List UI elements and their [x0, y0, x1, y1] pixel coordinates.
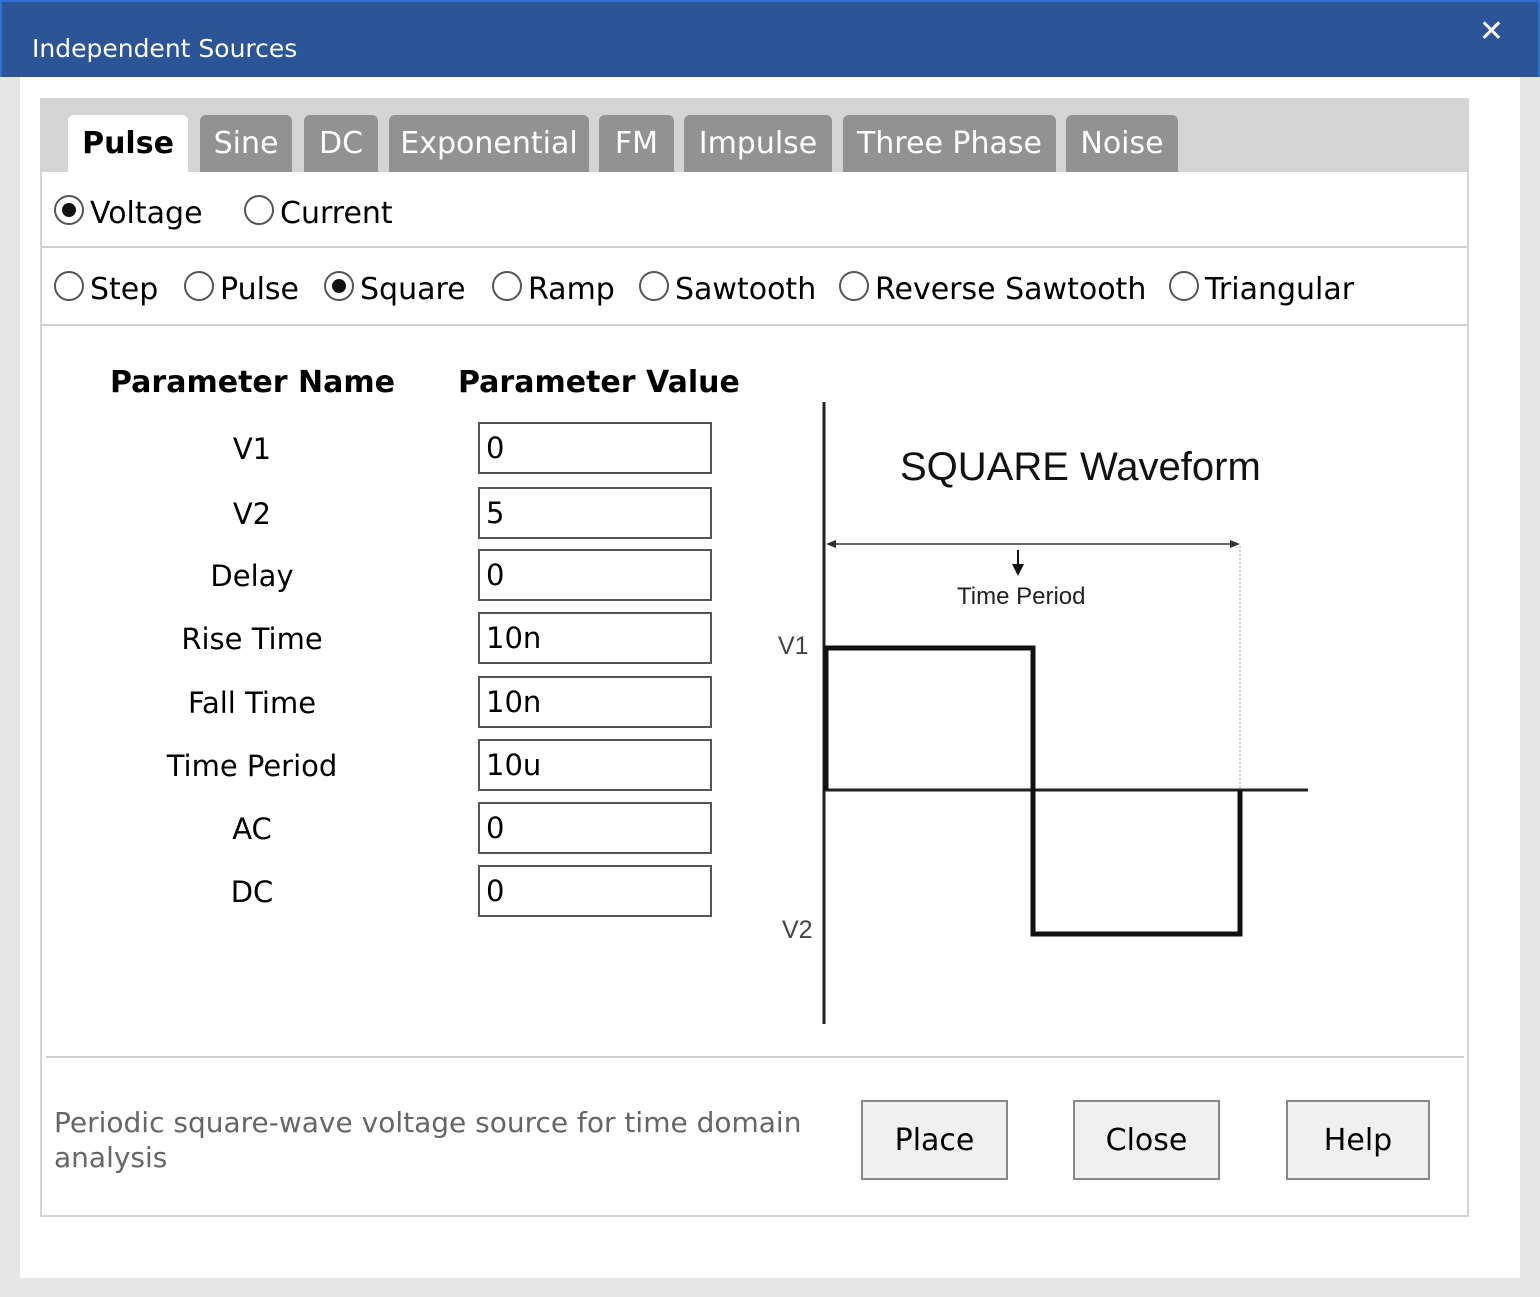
- time-period-label: Time Period: [957, 583, 1085, 610]
- radio-unchecked-icon: [1169, 270, 1199, 301]
- radio-unchecked-icon: [184, 270, 214, 301]
- close-button[interactable]: Close: [1073, 1100, 1220, 1180]
- arrow-left-icon: [826, 540, 836, 548]
- tab-fm[interactable]: FM: [599, 115, 674, 172]
- square-wave-trace: [823, 645, 1243, 937]
- radio-label: Pulse: [220, 272, 299, 307]
- v2-label: V2: [782, 916, 813, 944]
- radio-label: Triangular: [1205, 272, 1355, 307]
- divider: [42, 324, 1467, 326]
- param-name: Rise Time: [181, 622, 323, 656]
- radio-label: Voltage: [90, 196, 203, 231]
- radio-unchecked-icon: [54, 270, 84, 301]
- ac-input[interactable]: [478, 802, 712, 854]
- radio-unchecked-icon: [839, 270, 869, 301]
- v1-input[interactable]: [478, 422, 712, 474]
- tab-noise[interactable]: Noise: [1066, 115, 1178, 172]
- close-icon[interactable]: ✕: [1478, 14, 1504, 49]
- radio-pulse[interactable]: Pulse: [184, 270, 299, 307]
- radio-label: Sawtooth: [675, 272, 817, 307]
- param-name-header: Parameter Name: [110, 365, 395, 400]
- radio-checked-icon: [54, 194, 84, 225]
- radio-current[interactable]: Current: [244, 194, 393, 231]
- param-name: Delay: [210, 559, 294, 593]
- divider: [42, 246, 1467, 248]
- tab-sine[interactable]: Sine: [200, 115, 292, 172]
- window-title: Independent Sources: [32, 34, 298, 63]
- v2-input[interactable]: [478, 487, 712, 539]
- fall-time-input[interactable]: [478, 676, 712, 728]
- param-value-header: Parameter Value: [458, 365, 740, 400]
- tab-pulse[interactable]: Pulse: [68, 115, 188, 172]
- arrow-right-icon: [1230, 540, 1240, 548]
- radio-ramp[interactable]: Ramp: [492, 270, 615, 307]
- radio-sawtooth[interactable]: Sawtooth: [639, 270, 817, 307]
- param-name: V2: [232, 497, 272, 531]
- param-name: DC: [230, 875, 274, 909]
- radio-label: Ramp: [528, 272, 615, 307]
- radio-triangular[interactable]: Triangular: [1169, 270, 1355, 307]
- rise-time-input[interactable]: [478, 612, 712, 664]
- radio-label: Reverse Sawtooth: [875, 272, 1147, 307]
- divider: [46, 1056, 1464, 1058]
- arrow-down-head: [1012, 564, 1024, 576]
- radio-label: Step: [90, 272, 159, 307]
- param-name: AC: [232, 812, 272, 846]
- place-button[interactable]: Place: [861, 1100, 1008, 1180]
- radio-label: Square: [360, 272, 466, 307]
- delay-input[interactable]: [478, 549, 712, 601]
- dc-input[interactable]: [478, 865, 712, 917]
- radio-unchecked-icon: [492, 270, 522, 301]
- radio-square[interactable]: Square: [324, 270, 466, 307]
- description-text: Periodic square-wave voltage source for …: [54, 1106, 802, 1174]
- tab-strip: Pulse Sine DC Exponential FM Impulse Thr…: [42, 100, 1467, 172]
- tab-dc[interactable]: DC: [304, 115, 378, 172]
- tab-exponential[interactable]: Exponential: [389, 115, 589, 172]
- source-panel: Pulse Sine DC Exponential FM Impulse Thr…: [40, 98, 1469, 1217]
- title-bar: Independent Sources ✕: [0, 0, 1540, 77]
- square-waveform-diagram: SQUARE Waveform Time Period V1 V2: [778, 402, 1308, 1024]
- radio-voltage[interactable]: Voltage: [54, 194, 203, 231]
- param-name: Fall Time: [187, 686, 317, 720]
- radio-step[interactable]: Step: [54, 270, 159, 307]
- radio-checked-icon: [324, 270, 354, 301]
- tab-three-phase[interactable]: Three Phase: [843, 115, 1056, 172]
- radio-unchecked-icon: [244, 194, 274, 225]
- v1-label: V1: [778, 632, 809, 660]
- radio-reverse-sawtooth[interactable]: Reverse Sawtooth: [839, 270, 1147, 307]
- diagram-title: SQUARE Waveform: [900, 445, 1261, 489]
- radio-unchecked-icon: [639, 270, 669, 301]
- param-name: Time Period: [166, 749, 338, 783]
- help-button[interactable]: Help: [1286, 1100, 1430, 1180]
- time-period-input[interactable]: [478, 739, 712, 791]
- param-name: V1: [232, 432, 272, 466]
- tab-impulse[interactable]: Impulse: [684, 115, 832, 172]
- radio-label: Current: [280, 196, 393, 231]
